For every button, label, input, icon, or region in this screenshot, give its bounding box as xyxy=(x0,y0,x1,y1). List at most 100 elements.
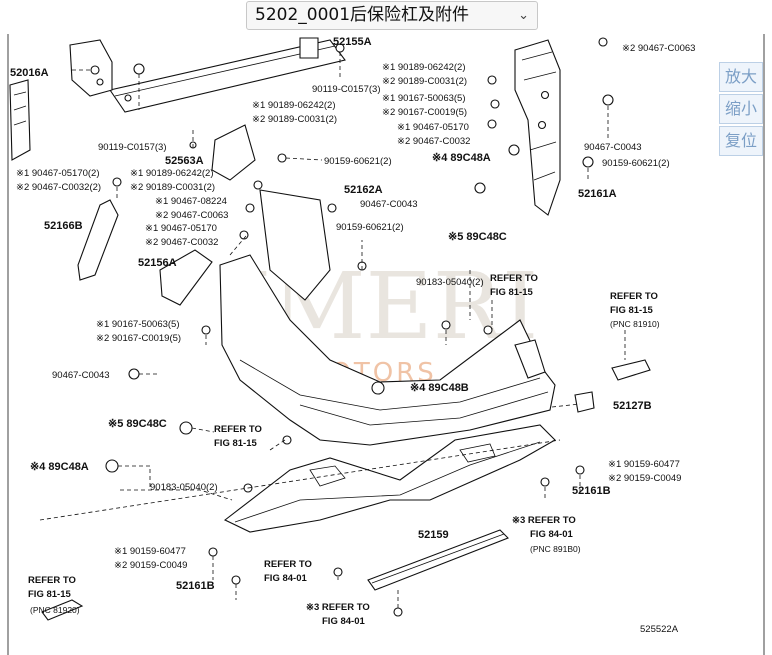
rail-edge xyxy=(114,45,336,97)
label-90159-C0049-right[interactable]: ※2 90159-C0049 xyxy=(608,473,681,484)
label-90189-06242-a[interactable]: ※1 90189-06242(2) xyxy=(382,62,466,73)
refer-to-7[interactable]: ※3 REFER TO xyxy=(306,602,370,613)
label-90167-50063-a[interactable]: ※1 90167-50063(5) xyxy=(382,93,466,104)
label-90467-08224[interactable]: ※1 90467-08224 xyxy=(155,196,227,207)
label-52155A[interactable]: 52155A xyxy=(333,36,372,48)
label-90467-C0032-b[interactable]: ※2 90467-C0032(2) xyxy=(16,182,101,193)
label-52016A[interactable]: 52016A xyxy=(10,67,49,79)
leader xyxy=(120,489,233,501)
parts-diagram[interactable]: IMERI MOTORS xyxy=(0,34,772,655)
label-52162A[interactable]: 52162A xyxy=(344,184,383,196)
label-52563A[interactable]: 52563A xyxy=(165,155,204,167)
fastener xyxy=(239,230,249,240)
label-90159-60621-b[interactable]: 90159-60621(2) xyxy=(336,222,404,233)
label-90189-C0031-b[interactable]: ※2 90189-C0031(2) xyxy=(252,114,337,125)
refer-to-1-fig[interactable]: FIG 81-15 xyxy=(490,287,533,298)
label-90159-60621-right[interactable]: 90159-60621(2) xyxy=(602,158,670,169)
leader xyxy=(138,52,341,148)
label-90167-C0019-b[interactable]: ※2 90167-C0019(5) xyxy=(96,333,181,344)
fastener xyxy=(282,435,292,445)
label-90159-60477-right[interactable]: ※1 90159-60477 xyxy=(608,459,680,470)
label-52161B-right[interactable]: 52161B xyxy=(572,485,611,497)
reset-zoom-button[interactable]: 复位 xyxy=(719,126,763,156)
left-side-panel xyxy=(9,79,31,161)
label-90189-C0031-a[interactable]: ※2 90189-C0031(2) xyxy=(382,76,467,87)
refer-to-2-fig[interactable]: FIG 81-15 xyxy=(610,305,653,316)
side-support-52166B xyxy=(77,199,119,281)
label-90189-06242-b[interactable]: ※1 90189-06242(2) xyxy=(252,100,336,111)
refer-to-3[interactable]: REFER TO xyxy=(214,424,262,435)
label-89C48C-top[interactable]: ※5 89C48C xyxy=(448,231,507,243)
label-52156A[interactable]: 52156A xyxy=(138,257,177,269)
refer-to-6[interactable]: REFER TO xyxy=(28,575,76,586)
label-90467-05170-a[interactable]: ※1 90467-05170 xyxy=(397,122,469,133)
fastener xyxy=(277,153,287,163)
label-90167-C0019-a[interactable]: ※2 90167-C0019(5) xyxy=(382,107,467,118)
label-90467-C0032-a[interactable]: ※2 90467-C0032 xyxy=(397,136,470,147)
refer-to-5[interactable]: REFER TO xyxy=(264,559,312,570)
bumper-lower-crease xyxy=(299,391,549,426)
refer-to-4[interactable]: ※3 REFER TO xyxy=(512,515,576,526)
fastener xyxy=(253,180,263,190)
label-90119-C0157-b[interactable]: 90119-C0157(3) xyxy=(98,142,166,153)
refer-to-3-fig[interactable]: FIG 81-15 xyxy=(214,438,257,449)
fastener xyxy=(441,320,451,330)
label-52166B[interactable]: 52166B xyxy=(44,220,83,232)
refer-to-5-fig[interactable]: FIG 84-01 xyxy=(264,573,307,584)
leader xyxy=(116,187,363,270)
label-89C48C-left[interactable]: ※5 89C48C xyxy=(108,418,167,430)
bumper-crease-line xyxy=(239,359,541,411)
lower-trim-strip xyxy=(367,529,509,591)
label-89C48B[interactable]: ※4 89C48B xyxy=(410,382,469,394)
cover-plate-52127B xyxy=(574,391,595,413)
clip-89C48C xyxy=(179,421,193,435)
leader xyxy=(544,475,581,500)
leader xyxy=(269,439,286,451)
label-90159-60621-a[interactable]: 90159-60621(2) xyxy=(324,156,392,167)
label-90467-C0032-c[interactable]: ※2 90467-C0032 xyxy=(145,237,218,248)
leader xyxy=(212,556,237,600)
bumper-cover-body xyxy=(219,254,556,446)
label-90467-C0043-b[interactable]: 90467-C0043 xyxy=(360,199,418,210)
bracket-52162A xyxy=(259,189,331,301)
refer-to-4-fig[interactable]: FIG 84-01 xyxy=(530,529,573,540)
label-90467-C0063-b[interactable]: ※2 90467-C0063 xyxy=(155,210,228,221)
rear-side-retainer-52161A xyxy=(514,39,561,216)
bracket-hole xyxy=(90,65,100,75)
zoom-out-button[interactable]: 缩小 xyxy=(719,94,763,124)
label-90119-C0157-a[interactable]: 90119-C0157(3) xyxy=(312,84,380,95)
label-89C48A-top[interactable]: ※4 89C48A xyxy=(432,152,491,164)
label-52127B[interactable]: 52127B xyxy=(613,400,652,412)
refer-to-1[interactable]: REFER TO xyxy=(490,273,538,284)
label-90189-06242-c[interactable]: ※1 90189-06242(2) xyxy=(130,168,214,179)
label-52161B-left[interactable]: 52161B xyxy=(176,580,215,592)
retainer-52156A xyxy=(159,249,213,306)
label-90159-60477-left[interactable]: ※1 90159-60477 xyxy=(114,546,186,557)
label-90467-C0043-right[interactable]: 90467-C0043 xyxy=(584,142,642,153)
refer-to-6-fig[interactable]: FIG 81-15 xyxy=(28,589,71,600)
rear-lower-spoiler-52159 xyxy=(223,424,556,533)
label-90183-05040-b[interactable]: 90183-05040(2) xyxy=(150,482,218,493)
label-90159-C0049-left[interactable]: ※2 90159-C0049 xyxy=(114,560,187,571)
diagram-select-dropdown[interactable]: 5202_0001后保险杠及附件 ⌄ xyxy=(246,1,538,30)
refer-to-2[interactable]: REFER TO xyxy=(610,291,658,302)
leader xyxy=(285,157,323,161)
fastener xyxy=(327,203,337,213)
fastener xyxy=(245,203,255,213)
label-90467-05170-c[interactable]: ※1 90467-05170 xyxy=(145,223,217,234)
label-89C48A-left[interactable]: ※4 89C48A xyxy=(30,461,89,473)
bumper-corner-insert xyxy=(514,339,546,379)
rear-reinforcement-rail xyxy=(109,39,346,113)
fastener xyxy=(575,465,585,475)
label-90183-05040-a[interactable]: 90183-05040(2) xyxy=(416,277,484,288)
label-90189-C0031-c[interactable]: ※2 90189-C0031(2) xyxy=(130,182,215,193)
screw-fastener xyxy=(582,156,594,168)
label-52161A[interactable]: 52161A xyxy=(578,188,617,200)
label-90467-C0043-c[interactable]: 90467-C0043 xyxy=(52,370,110,381)
label-52159[interactable]: 52159 xyxy=(418,529,449,541)
refer-to-7-fig[interactable]: FIG 84-01 xyxy=(322,616,365,627)
label-90467-C0063-top[interactable]: ※2 90467-C0063 xyxy=(622,43,695,54)
label-90167-50063-b[interactable]: ※1 90167-50063(5) xyxy=(96,319,180,330)
label-90467-05170-b[interactable]: ※1 90467-05170(2) xyxy=(16,168,100,179)
zoom-in-button[interactable]: 放大 xyxy=(719,62,763,92)
